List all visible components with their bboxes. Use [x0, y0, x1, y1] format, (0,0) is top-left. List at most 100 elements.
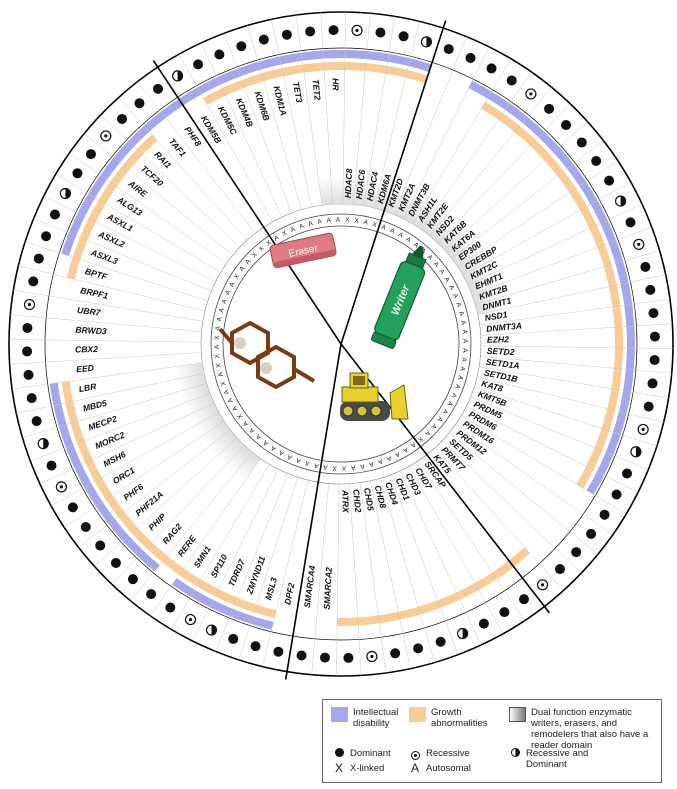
- legend-dual-label: Dual function enzymatic writers, erasers…: [531, 707, 649, 751]
- legend-growth-label: Growth abnormalities: [431, 707, 488, 729]
- dominant-icon: [85, 149, 96, 160]
- legend-x-linked: X X-linked: [333, 761, 384, 775]
- autosomal-mark: A: [317, 218, 323, 226]
- autosomal-mark: A: [273, 234, 281, 243]
- autosomal-mark: A: [231, 404, 240, 412]
- autosomal-mark: A: [451, 293, 459, 300]
- dominant-icon: [334, 748, 344, 757]
- legend-intellectual: Intellectual disability: [331, 707, 406, 729]
- dominant-icon: [648, 308, 659, 319]
- autosomal-mark: A: [269, 443, 277, 452]
- autosomal-mark: A: [214, 344, 221, 349]
- gene-label: EZH2: [487, 334, 509, 345]
- dominant-icon: [343, 652, 354, 663]
- gene-label: SETD2: [487, 346, 515, 357]
- gene-label: LBR: [78, 381, 98, 394]
- legend: Intellectual disability Growth abnormali…: [322, 699, 662, 783]
- autosomal-mark: A: [262, 438, 270, 447]
- dominant-icon: [33, 253, 44, 264]
- x-linked-mark: X: [265, 239, 273, 248]
- growth-band: [203, 62, 325, 105]
- autosomal-mark: A: [299, 222, 306, 230]
- dominant-icon: [236, 41, 247, 52]
- dominant-icon: [23, 369, 34, 380]
- dominant-icon: [554, 564, 565, 575]
- legend-autosomal-label: Autosomal: [426, 763, 471, 774]
- x-linked-mark: X: [345, 217, 350, 224]
- autosomal-mark: A: [313, 461, 319, 469]
- x-linked-mark: X: [214, 335, 221, 340]
- autosomal-mark: A: [218, 307, 226, 314]
- dominant-icon: [153, 83, 164, 94]
- dominant-icon: [640, 261, 651, 272]
- autosomal-mark: A: [405, 236, 413, 245]
- autosomal-mark: A: [376, 457, 383, 465]
- gene-label: TET3: [291, 81, 305, 104]
- legend-recessive: Recessive: [409, 748, 470, 760]
- x-linked-mark: X: [233, 272, 242, 280]
- growth-swatch: [409, 707, 426, 722]
- x-linked-mark: X: [372, 221, 379, 229]
- autosomal-mark: A: [409, 440, 417, 449]
- autosomal-mark: A: [437, 268, 446, 276]
- dual-function-wedge: [309, 114, 412, 211]
- legend-growth: Growth abnormalities: [409, 707, 509, 729]
- dominant-icon: [375, 27, 386, 38]
- dominant-icon: [281, 29, 292, 40]
- dominant-icon: [228, 633, 239, 644]
- x-linked-mark: X: [251, 251, 259, 260]
- dominant-icon: [305, 26, 316, 37]
- dominant-icon: [561, 120, 572, 131]
- gene-label: CHD5: [362, 487, 376, 512]
- gene-label: SETD1A: [485, 357, 520, 371]
- autosomal-mark: A: [224, 289, 232, 296]
- autosomal-symbol: A: [410, 761, 419, 775]
- growth-band: [337, 547, 530, 626]
- autosomal-mark: A: [238, 265, 247, 273]
- gene-label: SMARCA2: [322, 567, 334, 610]
- autosomal-mark: A: [290, 226, 297, 234]
- dual-function-wedge: [384, 125, 566, 315]
- autosomal-mark: A: [326, 217, 332, 224]
- autosomal-mark: A: [336, 217, 341, 224]
- autosomal-mark: A: [223, 388, 231, 395]
- autosomal-mark: A: [460, 357, 468, 363]
- autosomal-mark: A: [440, 408, 449, 416]
- autosomal-mark: A: [244, 258, 253, 266]
- legend-recessive-dominant: Recessive and Dominant: [509, 748, 619, 770]
- glasses-icon: [218, 320, 316, 390]
- dominant-icon: [214, 49, 225, 60]
- autosomal-mark: A: [363, 219, 369, 227]
- x-linked-mark: X: [304, 459, 311, 467]
- autosomal-mark: A: [460, 329, 467, 335]
- x-linked-mark: X: [219, 379, 227, 386]
- dominant-icon: [28, 276, 39, 287]
- dominant-icon: [599, 509, 610, 520]
- autosomal-mark: A: [216, 316, 224, 322]
- autosomal-mark: A: [461, 348, 468, 353]
- dominant-icon: [95, 540, 106, 551]
- autosomal-mark: A: [286, 452, 293, 460]
- x-linked-mark: X: [354, 217, 360, 225]
- x-linked-mark: X: [332, 464, 337, 471]
- x-linked-symbol: X: [334, 761, 343, 775]
- dominant-icon: [643, 401, 654, 412]
- intellectual-band: [61, 98, 184, 256]
- x-linked-mark: X: [416, 435, 424, 444]
- autosomal-mark: A: [242, 419, 251, 427]
- dominant-icon: [319, 652, 330, 663]
- x-linked-mark: X: [258, 245, 266, 254]
- dominant-icon: [258, 34, 269, 45]
- autosomal-mark: A: [453, 383, 461, 390]
- eraser-icon: Eraser: [269, 232, 337, 269]
- autosomal-mark: A: [449, 392, 457, 399]
- autosomal-mark: A: [248, 426, 257, 434]
- dominant-icon: [117, 113, 128, 124]
- growth-band: [66, 134, 158, 280]
- gene-label: CBX2: [75, 344, 98, 355]
- dominant-icon: [31, 416, 42, 427]
- dominant-icon: [544, 103, 555, 114]
- x-linked-mark: X: [236, 412, 245, 420]
- autosomal-mark: A: [445, 400, 454, 408]
- autosomal-mark: A: [423, 429, 431, 438]
